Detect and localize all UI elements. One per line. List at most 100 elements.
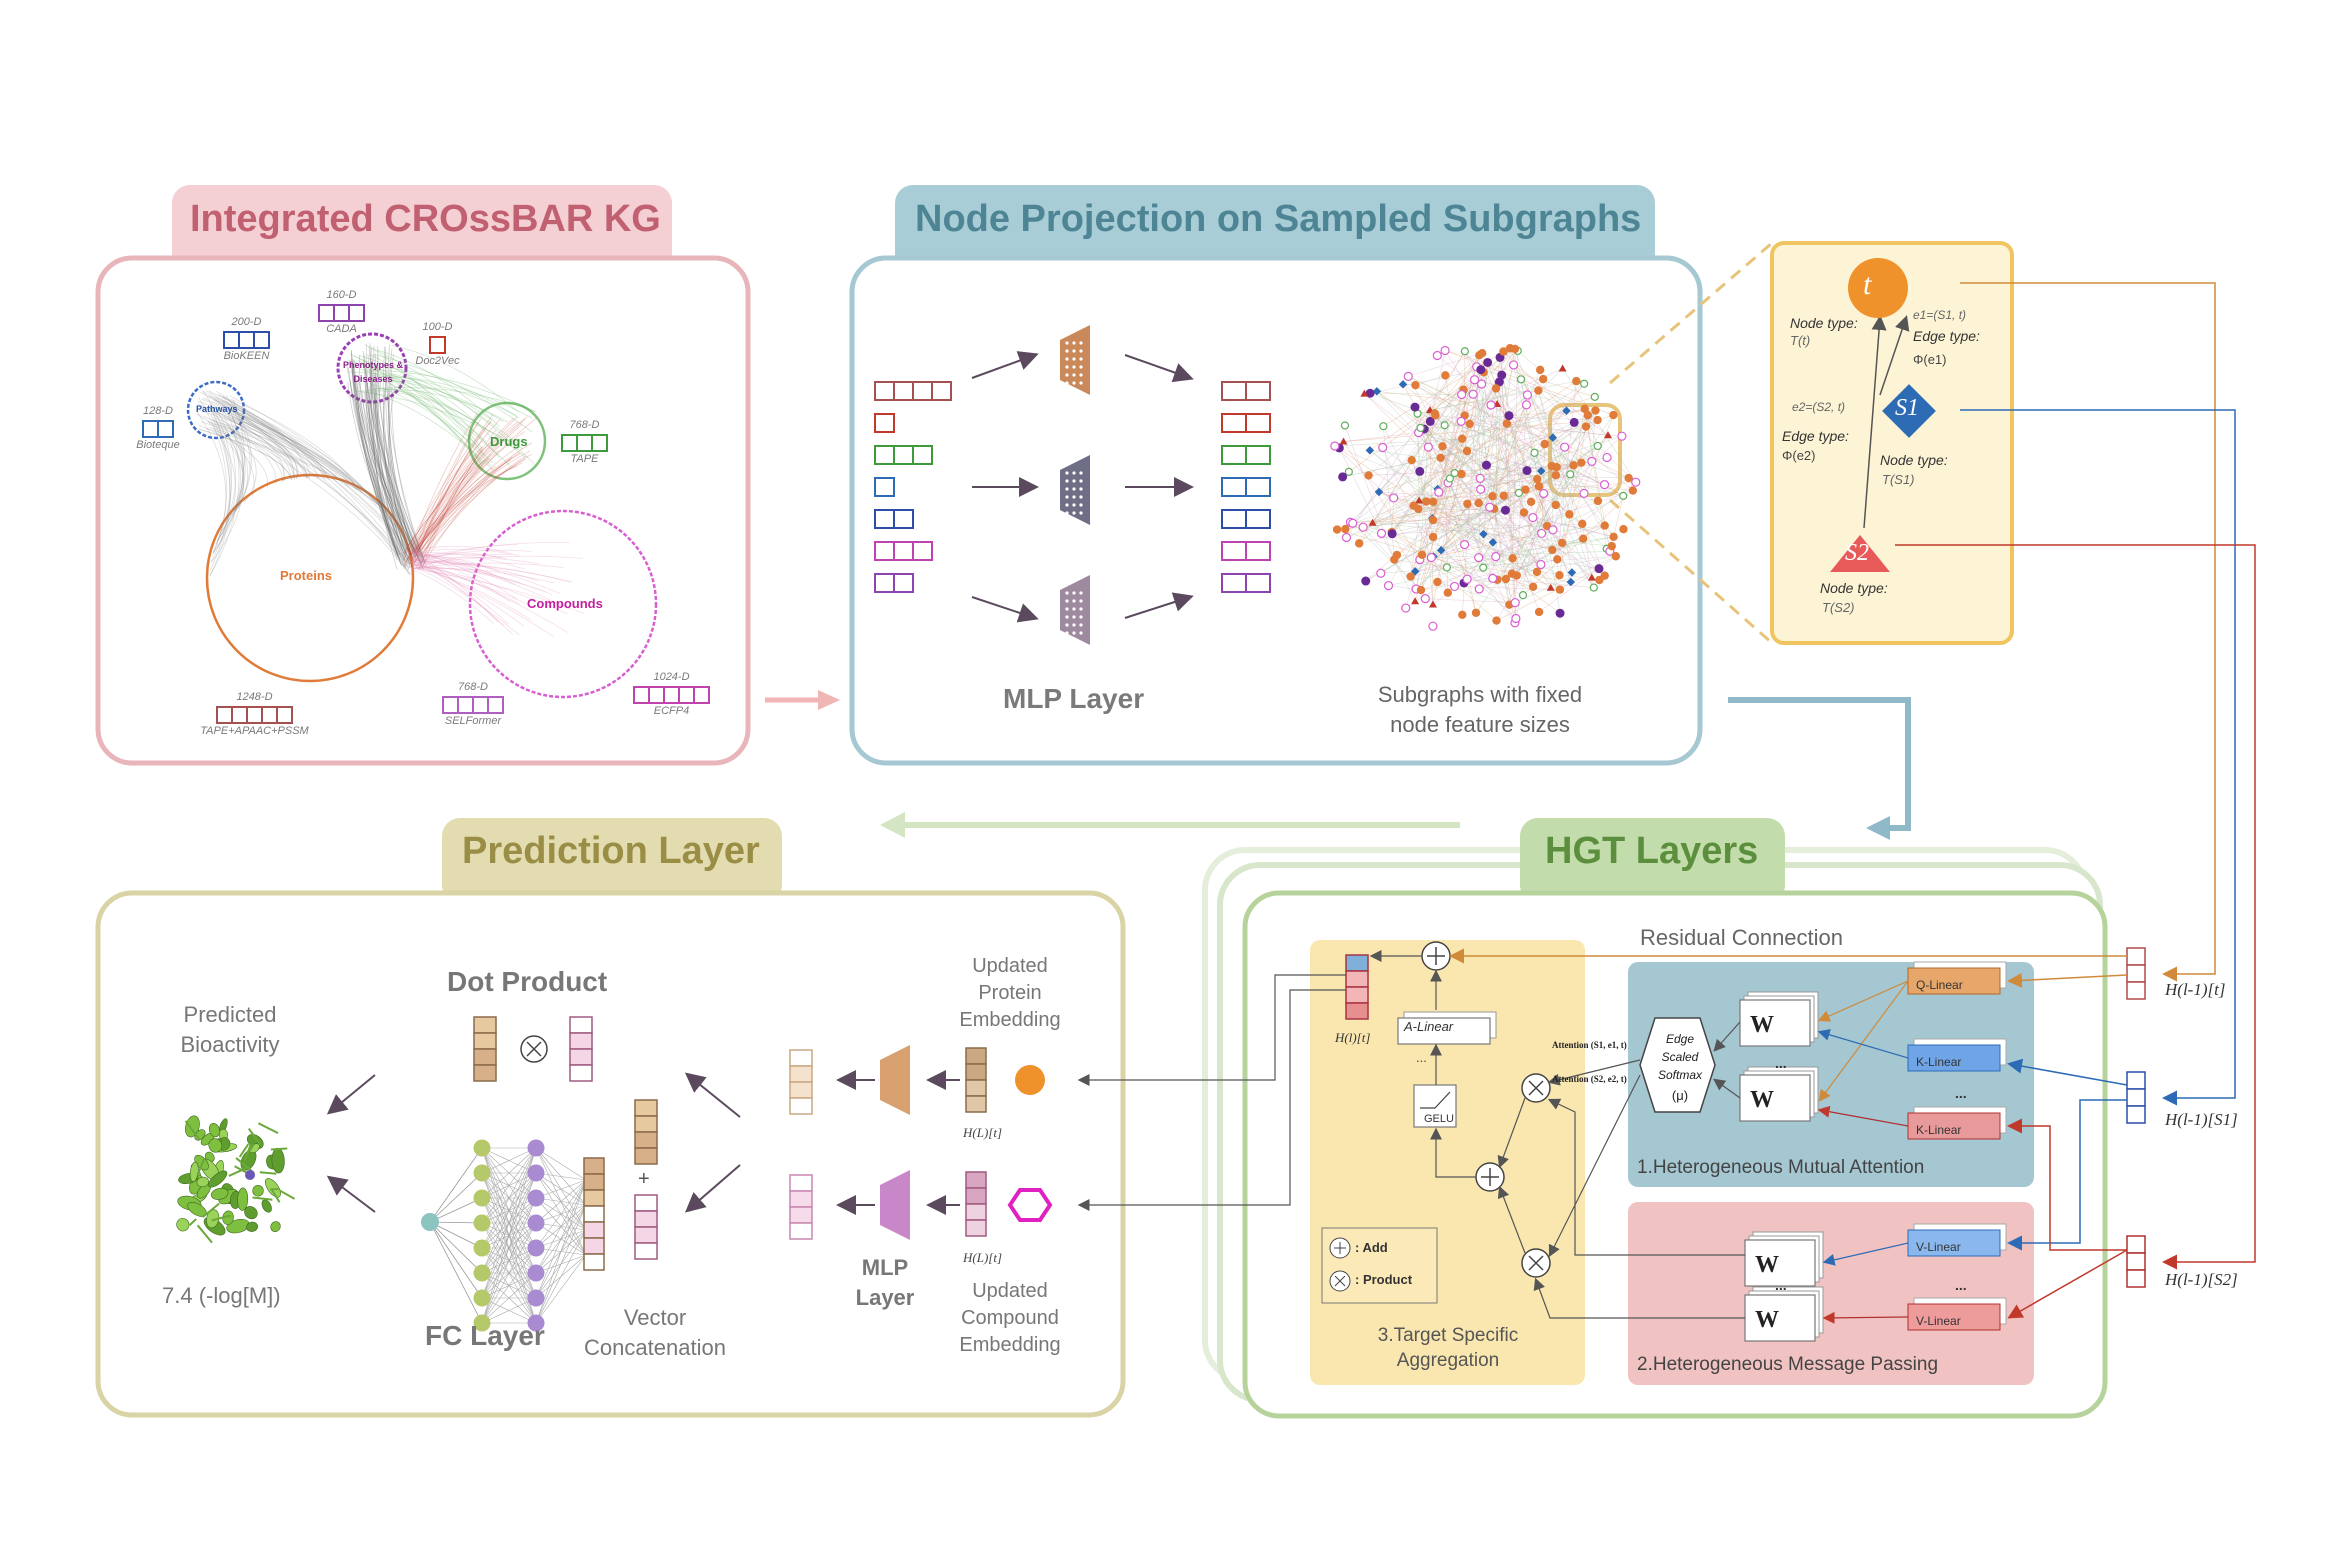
network-drug-node bbox=[1344, 467, 1353, 476]
network-drug-node bbox=[1619, 491, 1628, 500]
hgt-content: WWWW............... bbox=[1077, 282, 2256, 1342]
network-phenotype-node bbox=[1415, 466, 1425, 476]
network-phenotype-node bbox=[1481, 460, 1491, 470]
k-linear-label-2: K-Linear bbox=[1916, 1123, 1962, 1137]
projection-arrows bbox=[971, 351, 1194, 623]
s1-node-type-value: T(S1) bbox=[1882, 472, 1915, 487]
attention-s1-label: Attention (S1, e1, t) bbox=[1552, 1040, 1627, 1050]
network-protein-node bbox=[1438, 442, 1447, 451]
subgraph-network bbox=[1330, 344, 1641, 631]
protein-node-icon bbox=[1015, 1065, 1045, 1095]
pred-mlp-compound bbox=[880, 1170, 910, 1240]
network-compound-node bbox=[1587, 456, 1597, 466]
embedding-name-1: BioKEEN bbox=[223, 350, 270, 362]
pathways-label: Pathways bbox=[196, 404, 238, 414]
e1-label: e1=(S1, t) bbox=[1913, 308, 1967, 322]
updated-protein-line2: Protein bbox=[978, 982, 1042, 1004]
embedding-dim-4: 128-D bbox=[143, 405, 173, 417]
network-drug-node bbox=[1460, 347, 1469, 356]
network-drug-node bbox=[1530, 448, 1539, 457]
network-compound-node bbox=[1491, 551, 1501, 562]
v-linear-label-2: V-Linear bbox=[1916, 1314, 1961, 1328]
subgraph-label-line2: node feature sizes bbox=[1390, 712, 1570, 737]
network-triangle-node bbox=[1339, 437, 1348, 445]
fc-hidden-node bbox=[527, 1189, 545, 1207]
network-protein-node bbox=[1443, 588, 1453, 597]
network-compound-node bbox=[1423, 442, 1433, 452]
network-compound-node bbox=[1631, 477, 1641, 487]
network-protein-node bbox=[1519, 508, 1529, 517]
network-protein-node bbox=[1555, 585, 1565, 594]
updated-protein-line3: Embedding bbox=[959, 1009, 1061, 1031]
network-protein-node bbox=[1431, 411, 1440, 420]
network-compound-node bbox=[1358, 522, 1368, 532]
dot-protein-vector bbox=[473, 1016, 497, 1082]
network-protein-node bbox=[1535, 365, 1545, 375]
input-vector-2 bbox=[874, 413, 895, 433]
network-protein-node bbox=[1499, 491, 1508, 500]
gelu-icon bbox=[1420, 1091, 1451, 1109]
input-vector-5 bbox=[874, 509, 914, 529]
network-protein-node bbox=[1540, 439, 1549, 449]
embedding-vector-8 bbox=[633, 686, 710, 704]
network-protein-node bbox=[1457, 469, 1466, 479]
mlp-label-line2: Layer bbox=[855, 1285, 915, 1310]
network-protein-node bbox=[1417, 550, 1427, 560]
network-protein-node bbox=[1526, 497, 1536, 507]
network-pathway-node bbox=[1479, 529, 1488, 539]
network-protein-node bbox=[1538, 374, 1548, 384]
network-compound-node bbox=[1537, 528, 1547, 539]
network-protein-node bbox=[1551, 500, 1560, 510]
s2-node-type-label: Node type: bbox=[1820, 580, 1888, 596]
network-protein-node bbox=[1492, 616, 1501, 625]
target-node-t bbox=[1848, 258, 1908, 318]
connector-s1 bbox=[1960, 409, 2236, 1106]
network-protein-node bbox=[1624, 473, 1633, 483]
network-protein-node bbox=[1578, 519, 1587, 529]
network-phenotype-node bbox=[1365, 388, 1375, 398]
network-phenotype-node bbox=[1361, 576, 1371, 586]
network-compound-node bbox=[1383, 581, 1394, 591]
network-phenotype-node bbox=[1476, 365, 1486, 375]
a-linear-label: A-Linear bbox=[1404, 1019, 1454, 1034]
network-protein-node bbox=[1474, 498, 1483, 508]
network-protein-node bbox=[1510, 344, 1520, 354]
network-compound-node bbox=[1476, 379, 1487, 389]
network-protein-node bbox=[1508, 554, 1517, 563]
network-phenotype-node bbox=[1497, 370, 1507, 380]
kg-graph bbox=[142, 304, 710, 724]
network-phenotype-node bbox=[1338, 472, 1348, 482]
network-phenotype-node bbox=[1483, 357, 1493, 367]
embedding-vector-2 bbox=[318, 304, 365, 322]
network-pathway-node bbox=[1374, 487, 1384, 497]
flow-arrows bbox=[765, 690, 1911, 840]
phi-e1: Φ(e1) bbox=[1913, 352, 1947, 367]
mlp-dots bbox=[1065, 341, 1083, 635]
w-matrix-box-3 bbox=[1744, 1239, 1816, 1287]
output-vector-2 bbox=[1221, 413, 1271, 433]
h-out-to-protein bbox=[1077, 974, 1346, 1086]
block-ellipsis: ... bbox=[1775, 1277, 1787, 1293]
network-protein-node bbox=[1593, 496, 1603, 506]
k-linear-box-2 bbox=[1907, 1112, 2001, 1140]
vector-concat-label-line2: Concatenation bbox=[584, 1335, 726, 1360]
drugs-circle bbox=[467, 401, 547, 481]
network-compound-node bbox=[1389, 493, 1399, 503]
phi-e2: Φ(e2) bbox=[1782, 448, 1816, 463]
network-protein-node bbox=[1577, 458, 1586, 467]
network-drug-node bbox=[1593, 441, 1602, 451]
network-drug-node bbox=[1445, 474, 1454, 483]
dot-compound-vector bbox=[569, 1016, 593, 1082]
updated-protein-vector bbox=[965, 1047, 987, 1113]
fc-layer-label: FC Layer bbox=[425, 1320, 545, 1351]
network-protein-node bbox=[1528, 582, 1538, 592]
h-out-vector bbox=[1345, 954, 1369, 1020]
concat-plus: + bbox=[638, 1168, 650, 1190]
network-protein-node bbox=[1364, 471, 1373, 480]
softmax-box bbox=[1639, 1017, 1716, 1113]
projection-panel-title: Node Projection on Sampled Subgraphs bbox=[915, 198, 1642, 240]
s1-node-label: S1 bbox=[1895, 395, 1919, 421]
prediction-content: + bbox=[176, 1016, 1053, 1332]
network-protein-node bbox=[1411, 380, 1420, 390]
